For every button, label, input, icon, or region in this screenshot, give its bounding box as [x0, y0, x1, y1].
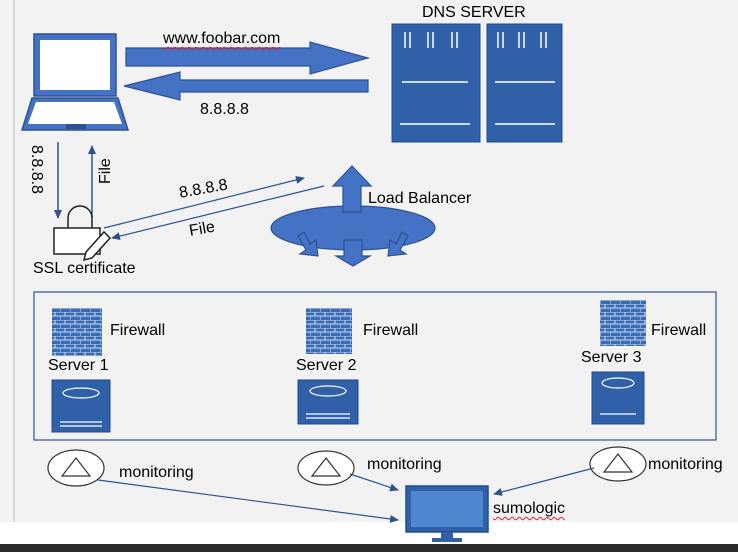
- reply-arrow: [123, 71, 369, 101]
- load-balancer-icon: [270, 165, 436, 267]
- server-icon: [51, 379, 111, 433]
- monitoring-agent-icon: [589, 446, 647, 482]
- ssl-certificate-label: SSL certificate: [33, 260, 136, 277]
- monitoring-label: monitoring: [119, 464, 194, 481]
- server-icon: [591, 371, 645, 425]
- ssl-to-lb-arrow: [103, 176, 305, 229]
- firewall-label: Firewall: [363, 322, 419, 339]
- monitoring-arrow-3: [493, 467, 595, 496]
- server-label: Server 3: [581, 349, 642, 366]
- server-icon: [297, 379, 359, 425]
- firewall-label: Firewall: [110, 322, 166, 339]
- request-arrow: [125, 41, 371, 75]
- lock-icon: [53, 205, 112, 262]
- laptop-icon: [20, 33, 130, 131]
- server-label: Server 1: [48, 357, 109, 374]
- monitoring-agent-icon: [297, 450, 355, 486]
- sumologic-label: sumologic: [493, 500, 566, 517]
- monitoring-label: monitoring: [367, 456, 442, 473]
- dns-reply-ip-label: 8.8.8.8: [200, 101, 249, 118]
- servers-container: [33, 291, 717, 441]
- monitor-icon: [405, 485, 489, 542]
- ssl-to-laptop-file-label: File: [97, 158, 114, 184]
- monitoring-agent-icon: [47, 449, 105, 487]
- dns-server-icon: [391, 23, 563, 143]
- load-balancer-label: Load Balancer: [368, 190, 472, 207]
- firewall-icon: [600, 300, 646, 346]
- server-label: Server 2: [296, 357, 357, 374]
- bottom-bar: [0, 544, 738, 552]
- firewall-icon: [306, 308, 352, 354]
- canvas-background: [0, 0, 738, 522]
- lb-to-ssl-arrow: [111, 185, 325, 240]
- dns-server-title: DNS SERVER: [422, 4, 526, 21]
- laptop-to-ssl-ip-label: 8.8.8.8: [28, 145, 45, 194]
- monitoring-arrow-2: [349, 473, 399, 492]
- monitoring-label: monitoring: [648, 456, 723, 473]
- request-domain-label: www.foobar.com: [163, 30, 281, 47]
- firewall-icon: [52, 308, 102, 356]
- firewall-label: Firewall: [651, 322, 707, 339]
- monitoring-arrow-1: [97, 479, 399, 523]
